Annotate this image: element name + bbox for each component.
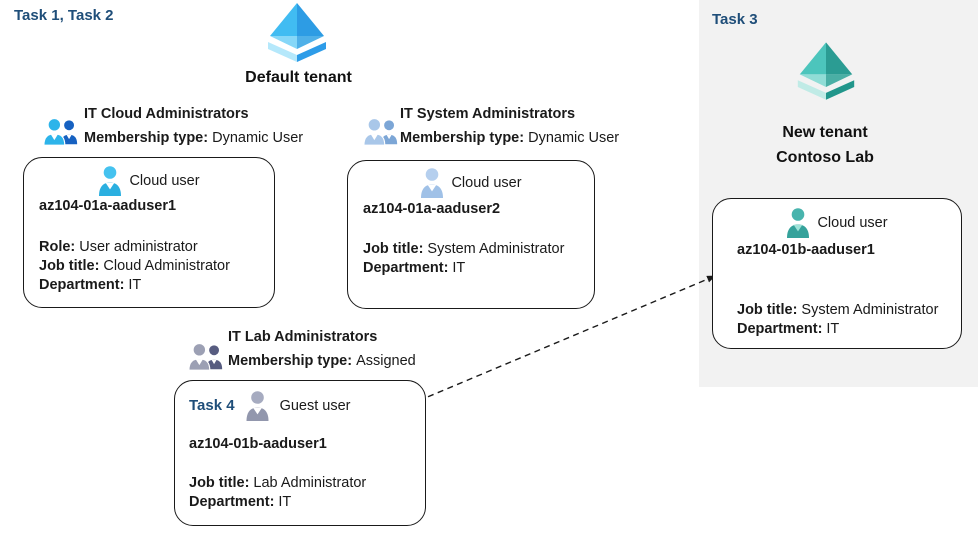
task-1-2-label: Task 1, Task 2 — [14, 7, 114, 24]
user-name: az104-01a-aaduser2 — [363, 201, 501, 217]
user-name: az104-01b-aaduser1 — [737, 242, 875, 258]
group-title-system-admins: IT System Administrators — [400, 106, 576, 122]
user-details: Job title:System Administrator Departmen… — [363, 241, 565, 276]
new-tenant-title-line1: New tenant — [782, 124, 868, 141]
new-tenant-title-line2: Contoso Lab — [776, 149, 874, 166]
group-users-icon-gray — [188, 342, 223, 371]
azure-ad-tenant-icon-teal — [797, 42, 855, 100]
group-title-cloud-admins: IT Cloud Administrators — [84, 106, 249, 122]
group-users-icon-steel — [363, 117, 398, 146]
task-4-label: Task 4 — [189, 397, 235, 414]
user-type-label: Cloud user — [451, 174, 522, 191]
membership-value: Dynamic User — [528, 130, 620, 146]
membership-label: Membership type: — [84, 130, 209, 146]
membership-label: Membership type: — [228, 353, 353, 369]
cloud-user-1-card: Cloud user az104-01a-aaduser1 Role:User … — [23, 157, 275, 308]
new-tenant-user-card: Cloud user az104-01b-aaduser1 Job title:… — [712, 198, 962, 349]
task-3-label: Task 3 — [712, 11, 758, 28]
guest-user-card: Task 4 Guest user az104-01b-aaduser1 Job… — [174, 380, 426, 526]
user-type-label: Guest user — [279, 397, 351, 414]
user-name: az104-01b-aaduser1 — [189, 436, 327, 452]
group-users-icon-blue — [43, 117, 78, 146]
default-tenant-title: Default tenant — [245, 69, 352, 86]
membership-value: Assigned — [356, 353, 416, 369]
group-membership-cloud-admins: Membership type:Dynamic User — [84, 130, 303, 146]
cloud-user-2-card: Cloud user az104-01a-aaduser2 Job title:… — [347, 160, 595, 309]
group-membership-lab-admins: Membership type:Assigned — [228, 353, 416, 369]
membership-label: Membership type: — [400, 130, 525, 146]
user-type-label: Cloud user — [817, 214, 888, 231]
cloud-user-icon-steel — [421, 168, 444, 198]
membership-value: Dynamic User — [212, 130, 304, 146]
cloud-user-icon-teal — [787, 208, 810, 238]
cloud-user-icon-blue — [99, 166, 122, 196]
group-membership-system-admins: Membership type:Dynamic User — [400, 130, 619, 146]
user-details: Job title:Lab Administrator Department:I… — [189, 475, 367, 510]
guest-user-icon-gray — [246, 391, 269, 421]
user-details: Role:User administrator Job title:Cloud … — [39, 239, 230, 293]
azure-ad-tenant-icon — [268, 3, 326, 62]
group-title-lab-admins: IT Lab Administrators — [228, 329, 378, 345]
user-type-label: Cloud user — [129, 172, 200, 189]
user-details: Job title:System Administrator Departmen… — [737, 302, 939, 337]
user-name: az104-01a-aaduser1 — [39, 198, 177, 214]
